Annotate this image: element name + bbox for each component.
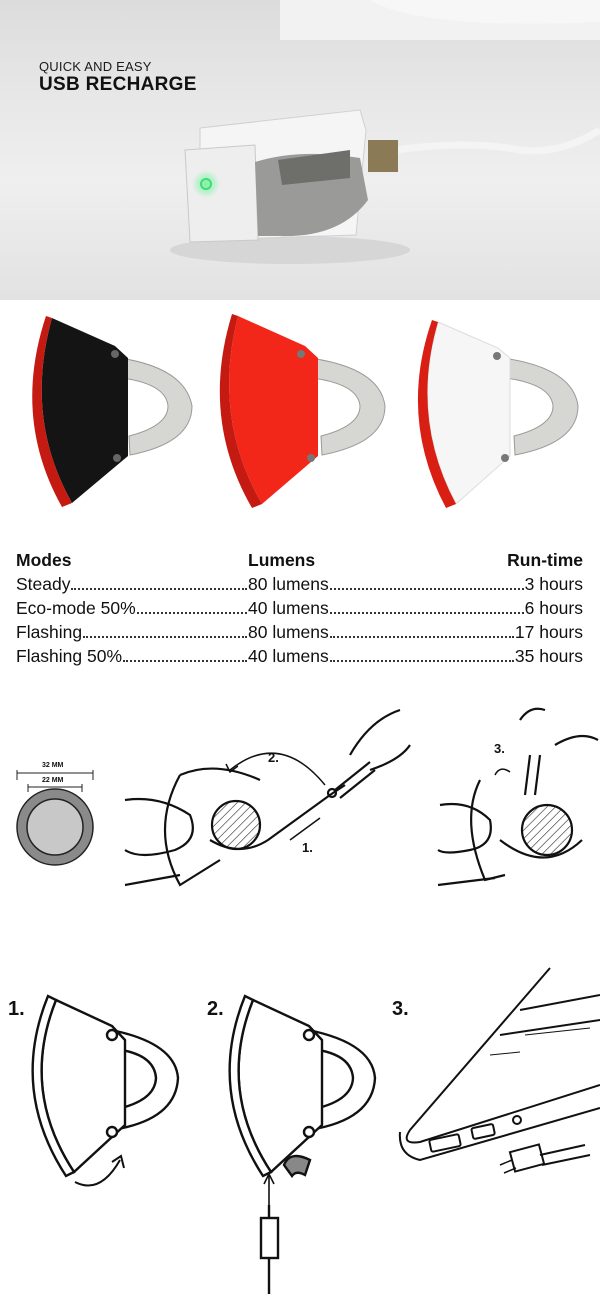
header-lumens: Lumens <box>248 550 316 570</box>
specs-row: Flashing 80 lumens 17 hours <box>16 620 583 644</box>
header-runtime: Run-time <box>507 550 583 570</box>
runtime-value: 17 hours <box>514 622 583 642</box>
charge-step-3-laptop <box>398 967 600 1174</box>
light-white-variant <box>417 320 579 508</box>
mount-step-3 <box>437 707 599 887</box>
runtime-value: 3 hours <box>524 574 583 594</box>
specs-table: Modes Lumens Run-time Steady 80 lumens 3… <box>16 548 583 668</box>
mount-steps-1-2 <box>124 708 411 887</box>
hero-photo: QUICK AND EASY USB RECHARGE <box>0 0 600 300</box>
specs-header-row: Modes Lumens Run-time <box>16 548 583 572</box>
lumens-value: 40 lumens <box>248 598 329 618</box>
specs-row: Steady 80 lumens 3 hours <box>16 572 583 596</box>
charge-step-2-light <box>228 994 377 1294</box>
header-modes: Modes <box>16 550 72 570</box>
runtime-value: 6 hours <box>524 598 583 618</box>
runtime-value: 35 hours <box>514 646 583 666</box>
charge-step-3-label: 3. <box>392 998 409 1020</box>
light-red-variant <box>219 314 386 508</box>
mode-label: Flashing <box>16 622 83 642</box>
lumens-value: 80 lumens <box>248 574 329 594</box>
inner-diameter-label: 22 MM <box>42 777 64 784</box>
mounting-diagram <box>16 707 599 887</box>
charge-step-1-label: 1. <box>8 998 25 1020</box>
outer-diameter-label: 32 MM <box>42 762 64 769</box>
charging-instructions: 1. 2. 3. <box>0 960 600 1294</box>
mounting-instructions: 32 MM 22 MM 2. 1. 3. <box>0 700 600 900</box>
specs-row: Eco-mode 50% 40 lumens 6 hours <box>16 596 583 620</box>
diameter-diagram <box>16 770 94 866</box>
light-color-variants <box>32 314 579 508</box>
lumens-value: 40 lumens <box>248 646 329 666</box>
charge-step-1-light <box>31 994 180 1187</box>
mount-step-1-label: 1. <box>302 840 313 855</box>
specs-row: Flashing 50% 40 lumens 35 hours <box>16 644 583 668</box>
lumens-value: 80 lumens <box>248 622 329 642</box>
mount-step-2-label: 2. <box>268 750 279 765</box>
mount-step-3-label: 3. <box>494 741 505 756</box>
hero-subtitle: QUICK AND EASY <box>39 59 152 74</box>
charge-step-2-label: 2. <box>207 998 224 1020</box>
hero-title: USB RECHARGE <box>39 74 197 95</box>
mode-label: Eco-mode 50% <box>16 598 136 618</box>
charging-diagram <box>31 967 600 1294</box>
mode-label: Flashing 50% <box>16 646 123 666</box>
mode-label: Steady <box>16 574 71 594</box>
light-black-variant <box>32 316 193 507</box>
light-charging-photo <box>170 0 600 264</box>
